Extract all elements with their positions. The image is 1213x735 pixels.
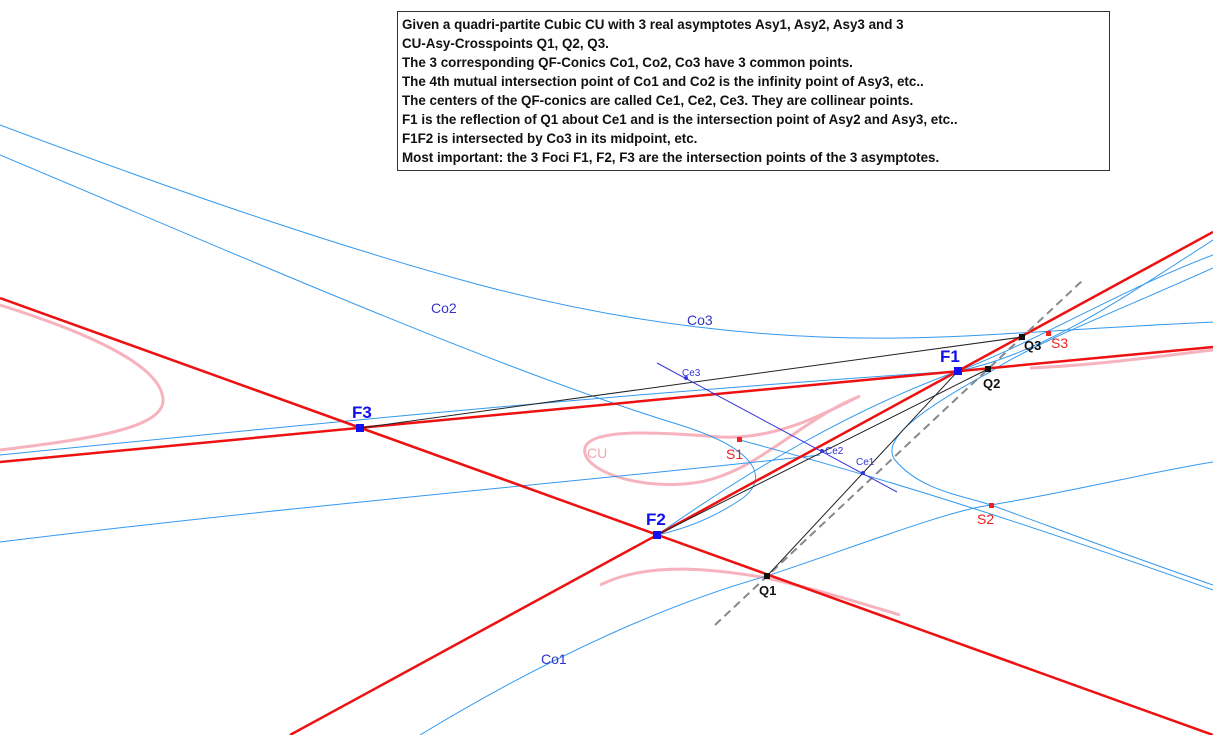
- label-ce1: Ce1: [856, 457, 875, 468]
- note-line: CU-Asy-Crosspoints Q1, Q2, Q3.: [402, 36, 609, 51]
- conics: [0, 124, 1213, 735]
- labels: F1 F2 F3 Q1 Q2 Q3 S1 S2 S3 Ce1 Ce2 Ce3 C…: [352, 300, 1068, 667]
- point-s3: [1046, 331, 1051, 336]
- note-line: The centers of the QF-conics are called …: [402, 93, 914, 108]
- label-f1: F1: [940, 347, 960, 366]
- cubic-lower-branch: [599, 567, 901, 617]
- description-box: Given a quadri-partite Cubic CU with 3 r…: [397, 11, 1110, 171]
- point-f2: [653, 531, 661, 539]
- label-f2: F2: [646, 510, 666, 529]
- conic-branch-c: [891, 267, 1213, 586]
- label-co1: Co1: [541, 651, 567, 667]
- note-line: The 4th mutual intersection point of Co1…: [402, 74, 924, 89]
- asymptote-f3-f1: [0, 345, 1213, 464]
- cubic-right-branch: [1029, 348, 1213, 370]
- label-co2: Co2: [431, 300, 457, 316]
- asymptote-f2-f1: [289, 230, 1213, 735]
- point-ce1: [861, 471, 865, 475]
- label-q3: Q3: [1024, 338, 1041, 353]
- note-line: F1F2 is intersected by Co3 in its midpoi…: [402, 131, 698, 146]
- note-line: The 3 corresponding QF-Conics Co1, Co2, …: [402, 55, 853, 70]
- cubic-middle-loop: [583, 394, 861, 486]
- conic-co3: [0, 124, 1213, 339]
- point-s1: [737, 437, 742, 442]
- label-s1: S1: [726, 446, 743, 462]
- segment-f3-q3: [359, 336, 1023, 429]
- note-line: Given a quadri-partite Cubic CU with 3 r…: [402, 17, 904, 32]
- note-line: Most important: the 3 Foci F1, F2, F3 ar…: [402, 150, 940, 165]
- conic-co2-upper: [0, 154, 756, 536]
- note-line: F1 is the reflection of Q1 about Ce1 and…: [402, 112, 958, 127]
- point-ce2: [820, 449, 824, 453]
- point-q3: [1019, 334, 1025, 340]
- label-s3: S3: [1051, 335, 1068, 351]
- label-f3: F3: [352, 403, 372, 422]
- point-s2: [989, 503, 994, 508]
- point-q2: [985, 366, 991, 372]
- point-f1: [954, 367, 962, 375]
- centers-line: [656, 362, 898, 493]
- point-ce3: [684, 376, 688, 380]
- label-s2: S2: [977, 511, 994, 527]
- label-q1: Q1: [759, 583, 776, 598]
- cubic-left-branch: [0, 303, 165, 452]
- label-ce2: Ce2: [825, 446, 844, 457]
- point-q1: [764, 573, 770, 579]
- label-cu: CU: [587, 445, 607, 461]
- conic-branch-a: [0, 239, 1213, 456]
- conic-co1-lower: [419, 461, 1213, 735]
- label-ce3: Ce3: [682, 368, 701, 379]
- point-f3: [356, 424, 364, 432]
- points: [356, 331, 1051, 579]
- asymptotes: [0, 230, 1213, 735]
- asymptote-f3-f2: [0, 296, 1213, 735]
- label-co3: Co3: [687, 312, 713, 328]
- conic-co1-left: [0, 454, 821, 543]
- label-q2: Q2: [983, 376, 1000, 391]
